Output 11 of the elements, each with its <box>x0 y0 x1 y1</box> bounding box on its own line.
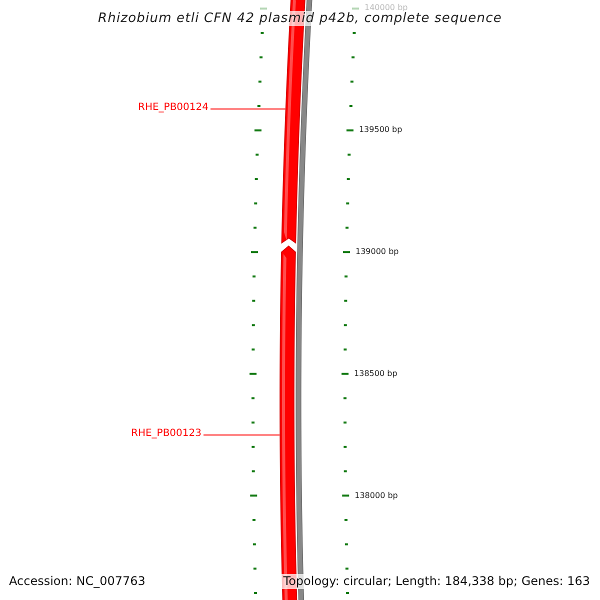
scale-label: 139000 bp <box>355 247 399 258</box>
leader-line <box>210 108 286 110</box>
scale-label: 138000 bp <box>354 490 398 501</box>
scale-label: 139500 bp <box>358 125 402 136</box>
gene-label: RHE_PB00124 <box>138 102 208 114</box>
scale-label: 138500 bp <box>354 368 398 379</box>
gene-label: RHE_PB00123 <box>131 428 202 440</box>
leader-line <box>203 434 280 436</box>
accession-text: Accession: NC_007763 <box>7 574 148 589</box>
summary-text: Topology: circular; Length: 184,338 bp; Genes: 163 <box>281 574 592 589</box>
scale-label: 140000 bp <box>364 2 408 12</box>
